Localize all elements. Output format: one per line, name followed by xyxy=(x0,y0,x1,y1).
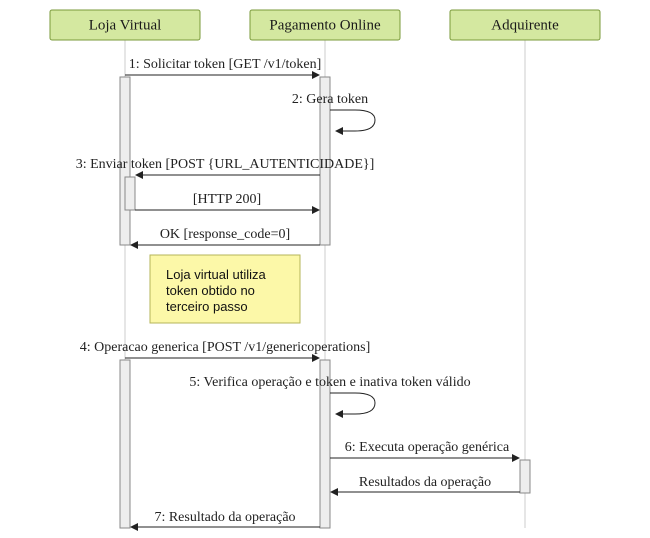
message-label: 2: Gera token xyxy=(292,92,368,107)
message-label: 1: Solicitar token [GET /v1/token] xyxy=(129,57,322,72)
participant-label: Adquirente xyxy=(491,17,559,33)
message-label: Resultados da operação xyxy=(359,475,491,490)
activation-adquirente xyxy=(519,459,531,494)
note-line: terceiro passo xyxy=(166,299,248,314)
participant-adquirente[interactable]: Adquirente xyxy=(449,9,601,41)
activation-loja-1 xyxy=(119,76,131,246)
participant-label: Loja Virtual xyxy=(89,17,162,33)
message-label: 3: Enviar token [POST {URL_AUTENTICIDADE… xyxy=(76,157,375,172)
message-self-arrow xyxy=(330,109,376,135)
message-label: 4: Operacao generica [POST /v1/genericop… xyxy=(80,340,371,355)
message-label: OK [response_code=0] xyxy=(160,227,290,242)
message-self-arrow xyxy=(330,392,376,418)
participant-pagamento-online[interactable]: Pagamento Online xyxy=(249,9,401,41)
note: Loja virtual utiliza token obtido no ter… xyxy=(149,254,301,324)
activation-loja-nested xyxy=(124,176,136,211)
participant-loja-virtual[interactable]: Loja Virtual xyxy=(49,9,201,41)
note-line: Loja virtual utiliza xyxy=(166,267,266,282)
message-label: 5: Verifica operação e token e inativa t… xyxy=(189,375,470,390)
participant-label: Pagamento Online xyxy=(269,17,381,33)
activation-pagamento-2 xyxy=(319,359,331,529)
message-label: [HTTP 200] xyxy=(193,192,261,207)
message-label: 7: Resultado da operação xyxy=(154,510,295,525)
message-label: 6: Executa operação genérica xyxy=(345,440,510,455)
note-line: token obtido no xyxy=(166,283,255,298)
activation-loja-2 xyxy=(119,359,131,529)
activation-pagamento-1 xyxy=(319,76,331,246)
